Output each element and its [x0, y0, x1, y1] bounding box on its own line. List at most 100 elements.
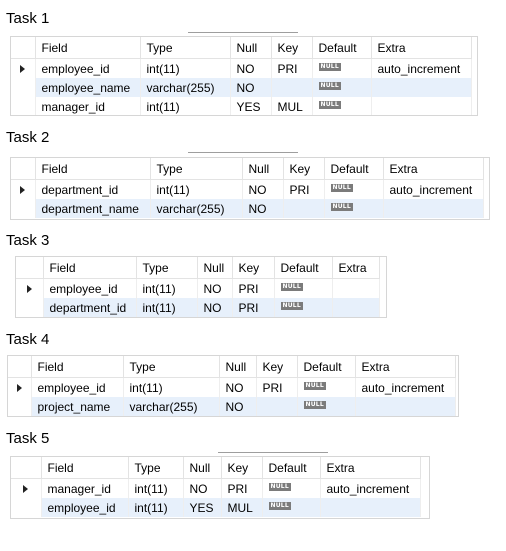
cell-field[interactable]: project_name	[31, 397, 124, 416]
cell-null[interactable]: YES	[230, 97, 272, 115]
cell-field[interactable]: department_id	[35, 179, 151, 199]
cell-null[interactable]: NO	[230, 58, 272, 78]
cell-null[interactable]: NO	[197, 278, 233, 298]
cell-extra[interactable]	[332, 298, 380, 317]
cell-key[interactable]: PRI	[283, 179, 325, 199]
cell-null[interactable]: NO	[242, 199, 284, 218]
cell-field[interactable]: manager_id	[41, 478, 129, 498]
cell-null[interactable]: NO	[219, 397, 257, 416]
cell-field[interactable]: employee_id	[35, 58, 141, 78]
cell-default[interactable]: NULL	[297, 397, 356, 416]
cell-null[interactable]: YES	[183, 498, 222, 517]
cell-extra[interactable]: auto_increment	[383, 179, 484, 199]
cell-field[interactable]: department_id	[43, 298, 137, 317]
cell-extra[interactable]: auto_increment	[355, 377, 456, 397]
column-header-null[interactable]: Null	[219, 356, 257, 378]
cell-extra[interactable]: auto_increment	[320, 478, 421, 498]
cell-field[interactable]: employee_name	[35, 78, 141, 97]
cell-key[interactable]: MUL	[271, 97, 313, 115]
cell-default[interactable]: NULL	[324, 179, 384, 199]
cell-extra[interactable]	[332, 278, 380, 298]
cell-type[interactable]: int(11)	[136, 278, 198, 298]
cell-field[interactable]: employee_id	[43, 278, 137, 298]
cell-default[interactable]: NULL	[312, 97, 372, 115]
cell-field[interactable]: employee_id	[41, 498, 129, 517]
cell-field[interactable]: employee_id	[31, 377, 124, 397]
column-header-default[interactable]: Default	[324, 158, 384, 180]
column-header-extra[interactable]: Extra	[371, 37, 472, 59]
cell-type[interactable]: int(11)	[128, 478, 184, 498]
cell-extra[interactable]	[371, 97, 472, 115]
cell-default[interactable]: NULL	[312, 58, 372, 78]
column-header-default[interactable]: Default	[297, 356, 356, 378]
column-header-type[interactable]: Type	[128, 457, 184, 479]
cell-default[interactable]: NULL	[312, 78, 372, 97]
cell-null[interactable]: NO	[219, 377, 257, 397]
column-header-null[interactable]: Null	[230, 37, 272, 59]
column-header-default[interactable]: Default	[312, 37, 372, 59]
cell-type[interactable]: int(11)	[150, 179, 243, 199]
column-header-extra[interactable]: Extra	[332, 257, 380, 279]
column-header-key[interactable]: Key	[232, 257, 275, 279]
column-header-key[interactable]: Key	[271, 37, 313, 59]
cell-extra[interactable]: auto_increment	[371, 58, 472, 78]
cell-default[interactable]: NULL	[262, 498, 321, 517]
column-header-type[interactable]: Type	[136, 257, 198, 279]
column-header-null[interactable]: Null	[242, 158, 284, 180]
cell-default[interactable]: NULL	[274, 278, 333, 298]
cell-default[interactable]: NULL	[262, 478, 321, 498]
column-header-type[interactable]: Type	[123, 356, 220, 378]
cell-type[interactable]: int(11)	[128, 498, 184, 517]
cell-field[interactable]: department_name	[35, 199, 151, 218]
column-header-null[interactable]: Null	[183, 457, 222, 479]
column-header-field[interactable]: Field	[35, 158, 151, 180]
cell-extra[interactable]	[371, 78, 472, 97]
cell-key[interactable]: PRI	[232, 298, 275, 317]
column-header-extra[interactable]: Extra	[355, 356, 456, 378]
cell-key[interactable]: PRI	[271, 58, 313, 78]
cell-extra[interactable]	[383, 199, 484, 218]
cell-key[interactable]: PRI	[221, 478, 263, 498]
column-header-default[interactable]: Default	[262, 457, 321, 479]
column-header-null[interactable]: Null	[197, 257, 233, 279]
cell-key[interactable]: MUL	[221, 498, 263, 517]
cell-type[interactable]: varchar(255)	[123, 397, 220, 416]
cell-key[interactable]: PRI	[256, 377, 298, 397]
cell-type[interactable]: int(11)	[123, 377, 220, 397]
cell-key[interactable]	[256, 397, 298, 416]
cell-default[interactable]: NULL	[324, 199, 384, 218]
cell-null[interactable]: NO	[230, 78, 272, 97]
column-header-extra[interactable]: Extra	[320, 457, 421, 479]
cell-default[interactable]: NULL	[297, 377, 356, 397]
cell-null[interactable]: NO	[183, 478, 222, 498]
cell-key[interactable]	[271, 78, 313, 97]
cell-field[interactable]: manager_id	[35, 97, 141, 115]
column-header-default[interactable]: Default	[274, 257, 333, 279]
cell-key[interactable]: PRI	[232, 278, 275, 298]
column-header-field[interactable]: Field	[43, 257, 137, 279]
column-header-field[interactable]: Field	[35, 37, 141, 59]
cell-null[interactable]: NO	[197, 298, 233, 317]
cell-key[interactable]	[283, 199, 325, 218]
cell-type[interactable]: int(11)	[140, 58, 231, 78]
cell-default[interactable]: NULL	[274, 298, 333, 317]
column-header-key[interactable]: Key	[283, 158, 325, 180]
cell-type[interactable]: varchar(255)	[150, 199, 243, 218]
column-header-type[interactable]: Type	[140, 37, 231, 59]
column-header-key[interactable]: Key	[221, 457, 263, 479]
cell-null[interactable]: NO	[242, 179, 284, 199]
cell-extra[interactable]	[320, 498, 421, 517]
cell-type[interactable]: int(11)	[136, 298, 198, 317]
cell-type[interactable]: varchar(255)	[140, 78, 231, 97]
cell-type[interactable]: int(11)	[140, 97, 231, 115]
